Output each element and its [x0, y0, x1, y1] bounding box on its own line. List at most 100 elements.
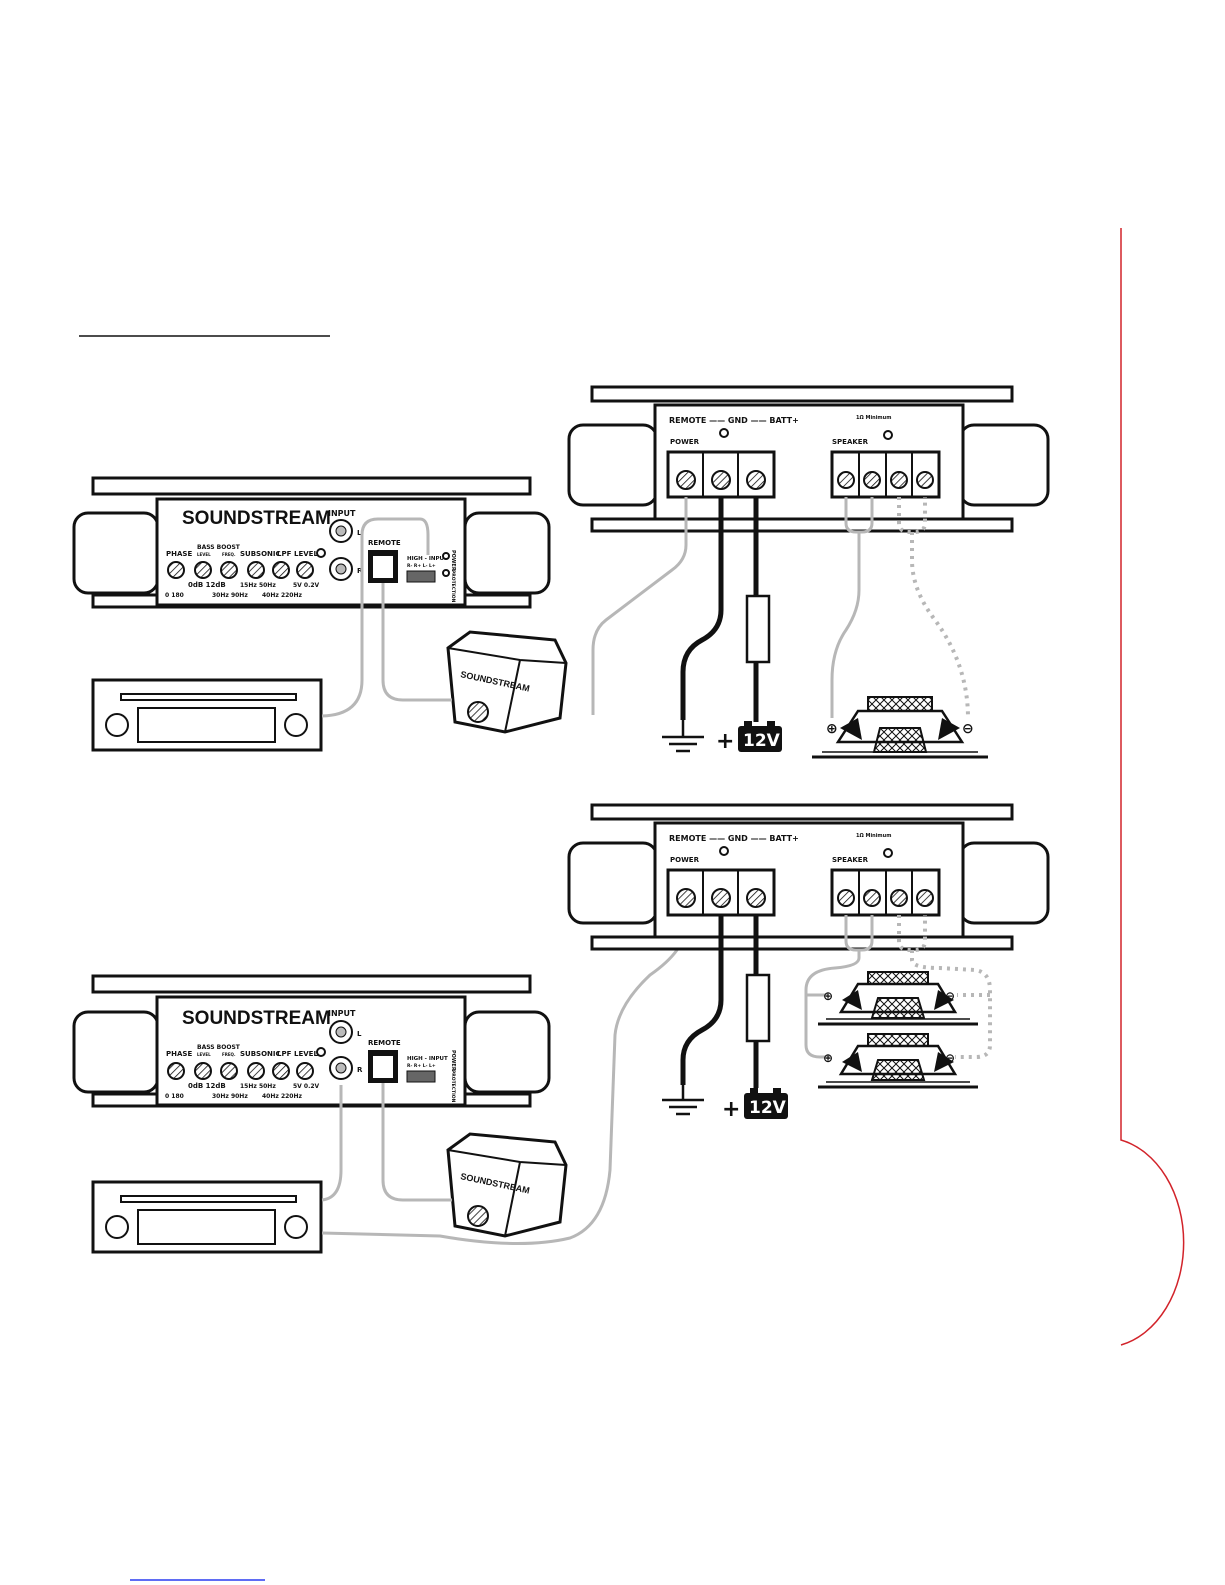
- power-led: [442, 552, 450, 560]
- protection-led: [442, 569, 450, 577]
- remote-level-knob-2[interactable]: [467, 1205, 489, 1227]
- high-input-connector-2[interactable]: [406, 1070, 436, 1083]
- speaker-terminal-2-4[interactable]: [916, 889, 934, 907]
- head-unit-knob-right[interactable]: [284, 713, 308, 737]
- level-label: LEVEL: [294, 550, 318, 558]
- amplifier-front-1: SOUNDSTREAM INPUT L R REMOTE HIGH - INPU…: [72, 476, 551, 609]
- power-label: POWER: [450, 550, 456, 571]
- subsonic-knob-2[interactable]: [247, 1062, 265, 1080]
- speaker-terminal-2-2[interactable]: [863, 889, 881, 907]
- scale-level: 5V 0.2V: [293, 582, 320, 589]
- terminal-power-label: POWER: [670, 438, 700, 446]
- lpf-label-2: LPF: [277, 1050, 292, 1058]
- remote-wire-term-1: [591, 497, 688, 715]
- head-unit-1: [91, 678, 323, 752]
- gnd-terminal[interactable]: [711, 470, 731, 490]
- rca-wire-2: [321, 1085, 343, 1202]
- speaker-plus-wire-2: [804, 950, 861, 1059]
- terminal-header: REMOTE —— GND —— BATT+: [669, 416, 799, 425]
- subsonic-label-2: SUBSONIC: [240, 1050, 281, 1058]
- input-label: INPUT: [328, 509, 356, 518]
- ohm-minimum-2: 1Ω Minimum: [856, 833, 891, 839]
- level-knob[interactable]: [296, 561, 314, 579]
- remote-label-2: REMOTE: [368, 1039, 401, 1047]
- fuse-1: [745, 594, 771, 664]
- bass-remote-2: SOUNDSTREAM: [446, 1132, 568, 1238]
- speaker-plus-wire-1: [830, 532, 861, 718]
- head-unit-knob-left[interactable]: [105, 713, 129, 737]
- batt-terminal[interactable]: [746, 470, 766, 490]
- indicator-led-2: [316, 1047, 326, 1057]
- protection-label-2: PROTECTION: [450, 1070, 456, 1103]
- remote-wire-2: [381, 1083, 452, 1202]
- speaker-terminal-1[interactable]: [837, 471, 855, 489]
- input-r-label-2: R: [357, 1066, 363, 1074]
- speaker-terminal-3[interactable]: [890, 471, 908, 489]
- high-input-label-2: HIGH - INPUT: [407, 1056, 448, 1062]
- phase-label-2: PHASE: [166, 1050, 192, 1058]
- power-label-2: POWER: [450, 1050, 456, 1071]
- remote-terminal-2[interactable]: [676, 888, 696, 908]
- level-knob-2[interactable]: [296, 1062, 314, 1080]
- scale-lpf: 40Hz 220Hz: [262, 592, 302, 599]
- bass-freq-knob-2[interactable]: [220, 1062, 238, 1080]
- diagram-2: SOUNDSTREAM INPUT L R REMOTE HIGH - INPU…: [72, 803, 1050, 1254]
- head-unit-2-knob-left[interactable]: [105, 1215, 129, 1239]
- head-unit-2-knob-right[interactable]: [284, 1215, 308, 1239]
- ohm-minimum: 1Ω Minimum: [856, 415, 891, 421]
- high-input-connector[interactable]: [406, 570, 436, 583]
- page-edge-marker: [1120, 228, 1185, 1346]
- speaker-terminal-2[interactable]: [863, 471, 881, 489]
- bass-remote-1: SOUNDSTREAM: [446, 630, 568, 734]
- bass-level-knob-2[interactable]: [194, 1062, 212, 1080]
- bass-boost-label-2: BASS BOOST: [197, 1044, 241, 1051]
- bass-freq-knob[interactable]: [220, 561, 238, 579]
- scale-level-2: 5V 0.2V: [293, 1083, 320, 1090]
- head-unit-2: [91, 1180, 323, 1254]
- amp-brand-2: SOUNDSTREAM: [182, 1008, 331, 1029]
- amplifier-front-2: SOUNDSTREAM INPUT L R REMOTE HIGH - INPU…: [72, 974, 551, 1108]
- ground-wire-2: [680, 915, 724, 1085]
- scale-bass: 0dB 12dB: [188, 581, 226, 589]
- remote-turn-on-wire-2: [321, 924, 688, 1245]
- bass-boost-label: BASS BOOST: [197, 544, 241, 551]
- speaker-terminal-2-3[interactable]: [890, 889, 908, 907]
- speaker-terminal-4[interactable]: [916, 471, 934, 489]
- ground-wire-1: [680, 497, 724, 720]
- subsonic-knob[interactable]: [247, 561, 265, 579]
- batt-terminal-2[interactable]: [746, 888, 766, 908]
- protection-label: PROTECTION: [450, 570, 456, 603]
- scale-phase-2: 0 180: [165, 1093, 184, 1100]
- svg-text:⊕: ⊕: [823, 989, 833, 1003]
- terminal-power-label-2: POWER: [670, 856, 700, 864]
- speaker-plus-sign: ⊕: [826, 721, 838, 737]
- battery-plus-1: +: [716, 729, 734, 754]
- remote-terminal[interactable]: [676, 470, 696, 490]
- speaker-terminal-2-1[interactable]: [837, 889, 855, 907]
- ground-symbol-2: [662, 1085, 704, 1116]
- speaker-2a: ⊕ ⊖: [818, 971, 978, 1026]
- battery-plus-2: +: [722, 1097, 740, 1122]
- scale-subsonic-2: 15Hz 50Hz: [240, 1083, 276, 1090]
- gnd-terminal-2[interactable]: [711, 888, 731, 908]
- high-input-pins: R- R+ L- L+: [407, 563, 436, 569]
- subsonic-label: SUBSONIC: [240, 550, 281, 558]
- input-l-label: L: [357, 529, 362, 537]
- bass-level-knob[interactable]: [194, 561, 212, 579]
- scale-freq: 30Hz 90Hz: [212, 592, 248, 599]
- terminal-panel-1: REMOTE —— GND —— BATT+ POWER 1Ω Minimum …: [567, 385, 1050, 533]
- remote-level-knob[interactable]: [467, 701, 489, 723]
- speaker-1: ⊕ ⊖: [812, 696, 988, 759]
- lpf-knob-2[interactable]: [272, 1062, 290, 1080]
- phase-knob-2[interactable]: [167, 1062, 185, 1080]
- bass-freq-label-2: FREQ.: [222, 1052, 236, 1057]
- scale-bass-2: 0dB 12dB: [188, 1082, 226, 1090]
- high-input-label: HIGH - INPUT: [407, 556, 448, 562]
- battery-label-2: 12V: [749, 1098, 787, 1118]
- terminal-speaker-label: SPEAKER: [832, 438, 869, 446]
- phase-knob[interactable]: [167, 561, 185, 579]
- terminal-speaker-label-2: SPEAKER: [832, 856, 869, 864]
- high-input-pins-2: R- R+ L- L+: [407, 1063, 436, 1069]
- lpf-knob[interactable]: [272, 561, 290, 579]
